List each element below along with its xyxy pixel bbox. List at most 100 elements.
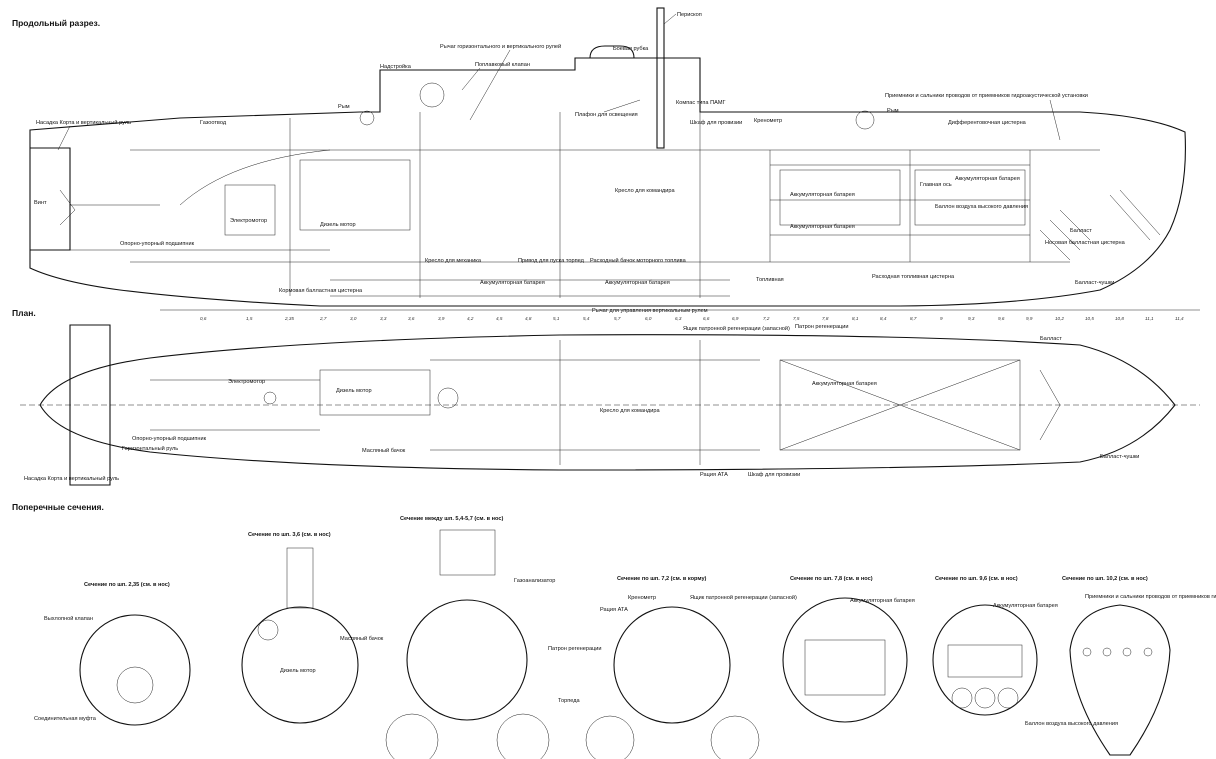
- frame-label: 9,3: [968, 316, 975, 321]
- label-exhaust-valve: Выхлопной клапан: [44, 615, 93, 622]
- cross-section-6: [932, 604, 1038, 716]
- battery-plan-block: [779, 359, 1021, 451]
- label-light: Плафон для освещения: [575, 112, 638, 118]
- label-ata-cross: Рация АТА: [600, 607, 628, 613]
- label-wire-cabinet-plan: Шкаф для провизии: [748, 472, 800, 478]
- yoke-ring-aft: [359, 110, 375, 126]
- cross-title-2: Сечение по шп. 3,6 (см. в нос): [248, 532, 331, 538]
- label-regen-cartridge: Патрон регенерации: [795, 324, 849, 330]
- frame-label: 2,35: [284, 316, 294, 321]
- label-fuel-tanks: Топливная: [756, 277, 784, 283]
- plan-view: Электромотор Дизель мотор Опорно-упорный…: [20, 324, 1200, 486]
- hull-profile: [29, 57, 1186, 307]
- cross-title-4: Сечение по шп. 7,2 (см. в корму): [617, 576, 707, 582]
- label-battery-top-3: Аккумуляторная батарея: [955, 176, 1020, 182]
- plan-fitting: [437, 387, 459, 409]
- label-oil-tank-plan: Масляный бачок: [362, 447, 406, 454]
- label-electromotor-top: Электромотор: [230, 218, 267, 224]
- frame-label: 5,7: [614, 316, 621, 321]
- frame-label: 7,2: [763, 316, 770, 321]
- cross-section-1: [79, 614, 191, 726]
- cross-title-3: Сечение между шп. 5,4-5,7 (см. в нос): [400, 516, 503, 522]
- frame-label: 7,8: [822, 316, 829, 321]
- frame-label: 10,5: [1085, 316, 1094, 321]
- label-gas-exhaust: Газоотвод: [200, 120, 227, 126]
- label-battery-cross-6: Аккумуляторная батарея: [993, 603, 1058, 609]
- label-horiz-rudder: Горизонтальный руль: [122, 445, 178, 452]
- frame-label: 11,4: [1175, 316, 1184, 321]
- frame-label: 11,1: [1145, 316, 1154, 321]
- label-diesel-top: Дизель мотор: [320, 222, 356, 228]
- label-wire-cabinet: Шкаф для провизии: [690, 120, 742, 126]
- frame-label: 6,9: [732, 316, 739, 321]
- periscope-tube: [656, 7, 665, 149]
- label-periscope: Перископ: [677, 12, 702, 18]
- frame-label: 10,8: [1115, 316, 1124, 321]
- label-trim-tank: Дифферентовочная цистерна: [948, 120, 1027, 126]
- label-main-shaft: Главная ось: [920, 182, 952, 188]
- cross-title-5: Сечение по шп. 7,8 (см. в нос): [790, 576, 873, 582]
- label-commander-seat-top: Кресло для командира: [615, 188, 676, 194]
- label-kort-nozzle-top: Насадка Корта и вертикальный руль: [36, 119, 131, 126]
- label-torpedo: Торпеда: [558, 698, 580, 704]
- label-kort-nozzle-plan: Насадка Корта и вертикальный руль: [24, 475, 119, 482]
- frame-label: 7,5: [793, 316, 800, 321]
- frame-scale: 0,6 1,5 2,35 2,7 3,0 3,3 3,6 3,9 4,2 4,5…: [160, 309, 1200, 321]
- frame-label: 0,6: [200, 316, 207, 321]
- label-ballast-plan: Балласт: [1040, 336, 1062, 342]
- label-oil-tank-cross: Масляный бачок: [340, 635, 384, 642]
- frame-label: 3,6: [408, 316, 415, 321]
- diesel-plan-block: [319, 369, 431, 416]
- cross-sections: Сечение по шп. 2,35 (см. в нос) Выхлопно…: [34, 516, 1216, 759]
- frame-label: 8,7: [910, 316, 917, 321]
- frame-label: 9,6: [998, 316, 1005, 321]
- heading-longitudinal: Продольный разрез.: [12, 18, 100, 28]
- battery-block: [779, 169, 901, 226]
- label-regen-box: Ящик патронной регенерации (запасной): [683, 325, 790, 332]
- cross-section-4: [613, 606, 731, 724]
- label-superstructure: Надстройка: [380, 63, 412, 70]
- label-thrust-bearing-top: Опорно-упорный подшипник: [120, 240, 195, 247]
- label-battery-top-1: Аккумуляторная батарея: [790, 192, 855, 198]
- label-hp-air-cross: Баллон воздуха высокого давления: [1025, 721, 1118, 727]
- cross-section-2: [241, 606, 359, 724]
- label-float-valve: Поплавковый клапан: [475, 61, 530, 68]
- frame-label: 3,3: [380, 316, 387, 321]
- label-battery-bottom-1: Аккумуляторная батарея: [480, 280, 545, 286]
- frame-label: 5,4: [583, 316, 590, 321]
- heading-cross-sections: Поперечные сечения.: [12, 502, 104, 512]
- frame-label: 1,5: [246, 316, 253, 321]
- frame-label: 6,0: [645, 316, 652, 321]
- label-thrust-bearing-plan: Опорно-упорный подшипник: [132, 435, 207, 442]
- yoke-ring: [855, 110, 875, 130]
- frame-label: 4,2: [467, 316, 474, 321]
- label-gas-analyzer: Газоанализатор: [514, 578, 555, 584]
- label-battery-top-2: Аккумуляторная батарея: [790, 224, 855, 230]
- frame-label: 6,6: [703, 316, 710, 321]
- battery-block-2: [914, 169, 1026, 226]
- label-regen-box-cross: Ящик патронной регенерации (запасной): [690, 594, 797, 601]
- frame-label: 8,1: [852, 316, 859, 321]
- frame-label: 4,5: [496, 316, 503, 321]
- frame-label: 2,7: [319, 316, 327, 321]
- frame-label: 4,8: [525, 316, 532, 321]
- cross-title-6: Сечение по шп. 9,6 (см. в нос): [935, 576, 1018, 582]
- kort-nozzle: [30, 147, 71, 251]
- frame-label: 3,9: [438, 316, 445, 321]
- label-regen-cartridge-cross: Патрон регенерации: [548, 646, 602, 652]
- horizontal-rudder-plan: [69, 324, 111, 486]
- label-battery-bottom-2: Аккумуляторная батарея: [605, 280, 670, 286]
- label-mechanic-seat: Кресло для механика: [425, 258, 482, 264]
- label-ballast-pigs-top: Балласт-чушки: [1075, 280, 1114, 286]
- hull-plan: [39, 334, 1176, 471]
- label-ata: Рация АТА: [700, 472, 728, 478]
- label-screw: Винт: [34, 200, 47, 206]
- frame-label: 6,3: [675, 316, 682, 321]
- label-hydro-receivers: Приемники и сальники проводов от приемни…: [885, 92, 1088, 99]
- label-stern-ballast: Кормовая балластная цистерна: [279, 288, 363, 294]
- label-compass: Компас типа ПАМГ: [676, 100, 726, 106]
- label-hp-air: Баллон воздуха высокого давления: [935, 204, 1028, 210]
- label-ballast-pigs-plan: Балласт-чушки: [1100, 454, 1139, 460]
- label-diesel-plan: Дизель мотор: [336, 388, 372, 394]
